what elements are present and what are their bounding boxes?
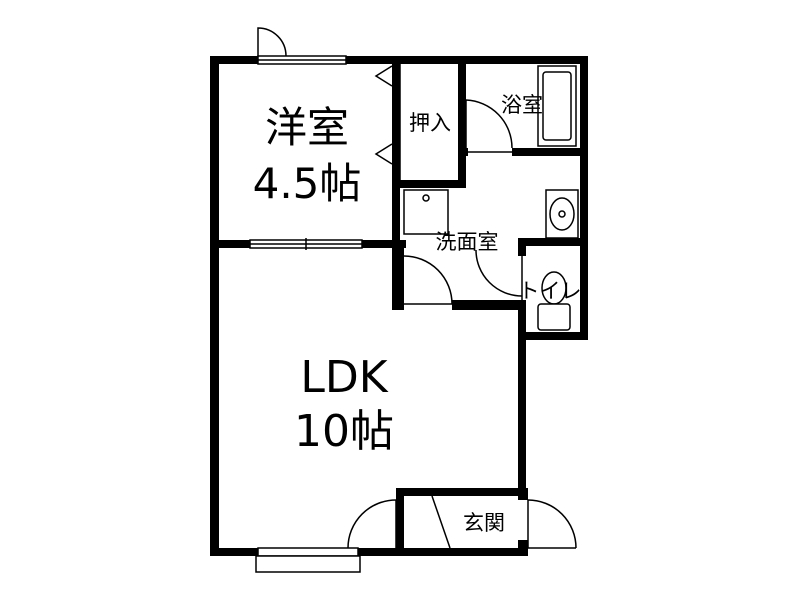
fixtures bbox=[403, 65, 579, 549]
wall-toilet-left bbox=[518, 244, 526, 256]
walls bbox=[210, 56, 588, 556]
wall-bath-bottom bbox=[458, 148, 468, 156]
front-door-arc bbox=[527, 499, 577, 549]
window-bottom bbox=[257, 547, 359, 557]
wall-right-ldk bbox=[518, 300, 526, 498]
wall-closet-bottom bbox=[392, 180, 466, 188]
entrance-name: 玄関 bbox=[463, 511, 505, 535]
wall-bath-bottom-b bbox=[512, 148, 588, 156]
wash-basin-drain bbox=[558, 210, 566, 218]
wall-bottom-entrance bbox=[396, 548, 528, 556]
wall-entrance-top bbox=[396, 488, 528, 496]
bathtub-inner bbox=[542, 71, 572, 141]
wall-top-mid bbox=[346, 56, 466, 64]
wall-left bbox=[210, 56, 219, 556]
entrance-inner-door-arc bbox=[347, 499, 397, 549]
washroom-name: 洗面室 bbox=[436, 230, 499, 254]
closet-name: 押入 bbox=[409, 111, 451, 135]
wall-entrance-right-stub bbox=[518, 488, 528, 500]
closet-door-lower bbox=[374, 143, 393, 165]
washer-drain bbox=[422, 194, 430, 202]
entrance-step bbox=[431, 495, 451, 549]
closet-door-upper bbox=[374, 65, 393, 87]
wall-bottom-left bbox=[210, 548, 258, 556]
window-bottom-sill bbox=[255, 555, 361, 573]
western-room-name: 洋室 bbox=[265, 103, 349, 152]
wall-wash-left bbox=[392, 240, 404, 310]
wall-top-left bbox=[210, 56, 258, 64]
wall-western-bottom-b bbox=[362, 240, 406, 248]
toilet-name: トイレ bbox=[519, 279, 582, 303]
wall-toilet-left-b bbox=[518, 300, 526, 340]
toilet-door-arc bbox=[475, 249, 523, 297]
western-room-size: 4.5帖 bbox=[253, 159, 362, 208]
wall-toilet-bottom bbox=[520, 332, 588, 340]
bath-door-arc bbox=[465, 99, 513, 149]
ldk-name: LDK bbox=[300, 352, 388, 403]
wall-toilet-top bbox=[518, 238, 588, 246]
wall-entrance-left bbox=[396, 488, 404, 556]
wash-door-arc bbox=[403, 255, 453, 305]
wall-wash-bottom-b bbox=[452, 300, 526, 310]
room-labels: 洋室 4.5帖 押入 浴室 洗面室 トイレ LDK 10帖 玄関 bbox=[253, 93, 582, 535]
wall-right-bath bbox=[580, 56, 588, 340]
toilet-tank bbox=[537, 303, 571, 331]
wall-western-bottom-a bbox=[210, 240, 250, 248]
washer-space bbox=[403, 189, 449, 235]
wall-entrance-right-stub2 bbox=[518, 540, 528, 556]
wall-top-bath bbox=[458, 56, 588, 64]
wall-bottom-mid bbox=[358, 548, 402, 556]
doors bbox=[257, 27, 577, 549]
ldk-size: 10帖 bbox=[294, 406, 394, 457]
door-top-arc bbox=[257, 27, 287, 57]
wall-closet-right bbox=[458, 56, 466, 186]
windows bbox=[249, 55, 363, 573]
bathroom-name: 浴室 bbox=[501, 93, 543, 117]
